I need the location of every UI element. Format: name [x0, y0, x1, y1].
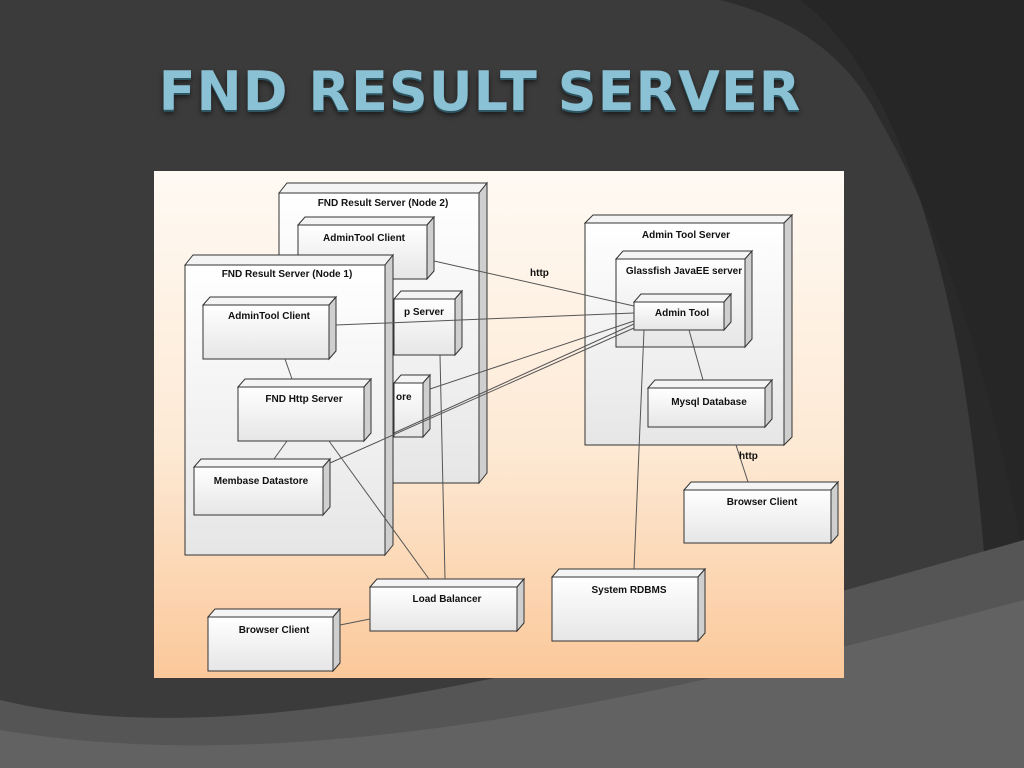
node1-http-server: FND Http Server	[236, 377, 373, 443]
connector-admin-rdbms	[633, 329, 645, 570]
load-balancer-label: Load Balancer	[413, 594, 482, 605]
http-label-top: http	[530, 268, 549, 279]
glassfish-label: Glassfish JavaEE server	[626, 266, 742, 277]
mysql-label: Mysql Database	[671, 397, 747, 408]
diagram-canvas: FND Result Server (Node 2) AdminTool Cli…	[183, 181, 840, 673]
connector-membase	[329, 327, 635, 464]
connector-node2-lb	[439, 354, 446, 580]
deployment-diagram: FND Result Server (Node 2) AdminTool Cli…	[154, 171, 844, 678]
node1-membase-datastore-label: Membase Datastore	[214, 476, 309, 487]
system-rdbms-label: System RDBMS	[591, 585, 666, 596]
node2-http-server: p Server	[392, 289, 464, 357]
http-label-right: http	[739, 451, 758, 462]
connectors	[273, 260, 749, 626]
node2-admintool-client-label: AdminTool Client	[323, 233, 406, 244]
connector-node2-datastore	[429, 320, 635, 390]
browser-client-left: Browser Client	[206, 607, 342, 673]
connector-node1-admintool	[335, 312, 635, 326]
node1-membase-datastore: Membase Datastore	[192, 457, 332, 517]
browser-client-right-label: Browser Client	[727, 497, 798, 508]
connector-browser-lb	[339, 618, 371, 626]
admin-server-title: Admin Tool Server	[642, 230, 730, 241]
admin-tool: Admin Tool	[632, 292, 733, 332]
node2-http-server-label: p Server	[404, 307, 444, 318]
node2-datastore-label: ore	[396, 392, 412, 403]
node1-http-server-label: FND Http Server	[265, 394, 342, 405]
node1-title: FND Result Server (Node 1)	[222, 269, 353, 280]
page-title: FND RESULT SERVER	[158, 60, 802, 123]
node2-title: FND Result Server (Node 2)	[318, 198, 449, 209]
node2-datastore: ore	[392, 373, 432, 439]
load-balancer: Load Balancer	[368, 577, 526, 633]
admin-tool-label: Admin Tool	[655, 308, 709, 319]
connector-node1-http	[393, 323, 635, 434]
node1-admintool-client-label: AdminTool Client	[228, 311, 311, 322]
connector-admin-mysql	[688, 329, 704, 381]
connector-node1-client-http	[284, 358, 293, 380]
browser-client-right: Browser Client	[682, 480, 840, 545]
mysql-database: Mysql Database	[646, 378, 774, 429]
system-rdbms: System RDBMS	[550, 567, 707, 643]
connector-node1-http-membase	[273, 440, 288, 460]
connector-node2-admintool	[433, 260, 635, 307]
browser-client-left-label: Browser Client	[239, 625, 310, 636]
connector-http-lb	[328, 440, 430, 580]
node1-admintool-client: AdminTool Client	[201, 295, 338, 361]
connector-admin-browser	[735, 444, 749, 483]
